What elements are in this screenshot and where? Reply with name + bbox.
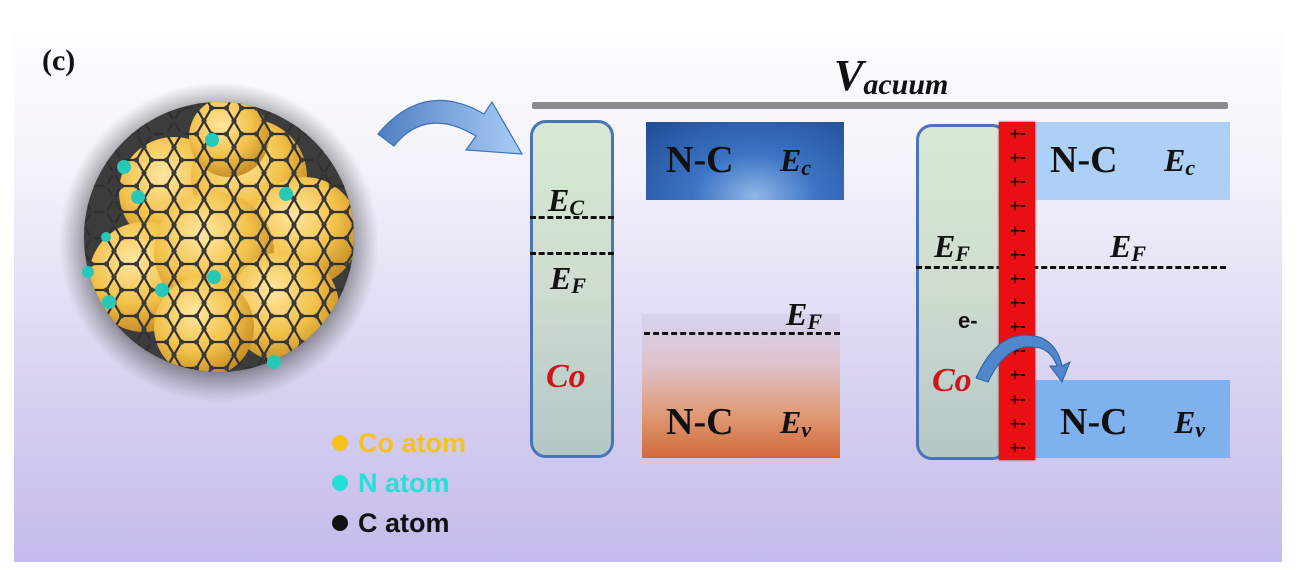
nc-ev-label-left: Ev [780, 404, 812, 442]
co-label-left: Co [546, 358, 586, 395]
co-label-right: Co [932, 362, 972, 399]
legend-item-c: C atom [332, 508, 466, 548]
interface-charge-layer: +-+-+-+-+-+-+-+-+-+-+-+-+-+- [999, 122, 1035, 460]
co-metal-box-left [530, 120, 614, 458]
legend-label-n: N atom [358, 468, 450, 498]
n-atom-dot-icon [332, 475, 348, 491]
legend-item-co: Co atom [332, 428, 466, 468]
nc-top-label-left: N-C [666, 139, 734, 181]
nc-bottom-label-right: N-C [1060, 401, 1128, 443]
charge-mark: +- [1009, 126, 1026, 142]
charge-mark: +- [1009, 222, 1026, 239]
charge-mark: +- [1009, 270, 1026, 287]
charge-mark: +- [1009, 415, 1026, 432]
figure-canvas: (c) [14, 14, 1282, 562]
charge-mark: +- [1009, 367, 1026, 384]
charge-mark: +- [1009, 198, 1026, 215]
ef-aligned-dash-right [916, 266, 1226, 269]
co-nc-nanoparticle-illustration [59, 82, 379, 402]
nc-valence-band-left [642, 314, 840, 458]
electron-label: e- [958, 308, 978, 333]
nc-ec-label-right: Ec [1164, 142, 1196, 180]
co-ef-label-left: EF [550, 260, 587, 298]
legend-item-n: N atom [332, 468, 466, 508]
charge-mark: +- [1009, 319, 1026, 336]
nc-bottom-label-left: N-C [666, 401, 734, 443]
nc-ev-label-right: Ev [1174, 404, 1206, 442]
charge-mark: +- [1009, 391, 1026, 408]
vacuum-level-line [532, 102, 1228, 109]
nc-ef-dash-left [644, 332, 840, 335]
co-ef-label-right: EF [934, 228, 971, 266]
charge-mark: +- [1009, 174, 1026, 191]
legend: Co atom N atom C atom [332, 428, 466, 548]
charge-mark: +- [1009, 246, 1026, 263]
vacuum-level-label: Vacuum [834, 51, 949, 101]
nc-valence-band-right [1032, 380, 1230, 458]
co-ec-dash-left [530, 216, 614, 219]
nc-ef-label-right: EF [1110, 228, 1147, 266]
n-atoms [82, 133, 293, 369]
nc-ec-label-left: Ec [780, 142, 812, 180]
co-metal-box-right [916, 124, 1008, 460]
co-atom-dot-icon [332, 435, 348, 451]
nc-conduction-band-left [646, 122, 844, 200]
legend-label-co: Co atom [358, 428, 466, 458]
charge-mark: +- [1009, 295, 1026, 311]
electron-transfer-arrow-icon [975, 334, 1071, 384]
legend-label-c: C atom [358, 508, 450, 538]
panel-label: (c) [42, 44, 76, 77]
charge-mark: +- [1009, 150, 1026, 167]
curved-arrow-icon [377, 99, 524, 155]
charge-mark: +- [1009, 439, 1026, 456]
nc-ef-label-left: EF [786, 296, 823, 334]
nc-conduction-band-right [1032, 122, 1230, 200]
co-ef-dash-left [530, 252, 614, 255]
nc-top-label-right: N-C [1050, 139, 1118, 181]
c-atom-dot-icon [332, 515, 348, 531]
graphene-shell-lattice [84, 102, 354, 372]
co-ec-label-left: EC [548, 182, 585, 220]
